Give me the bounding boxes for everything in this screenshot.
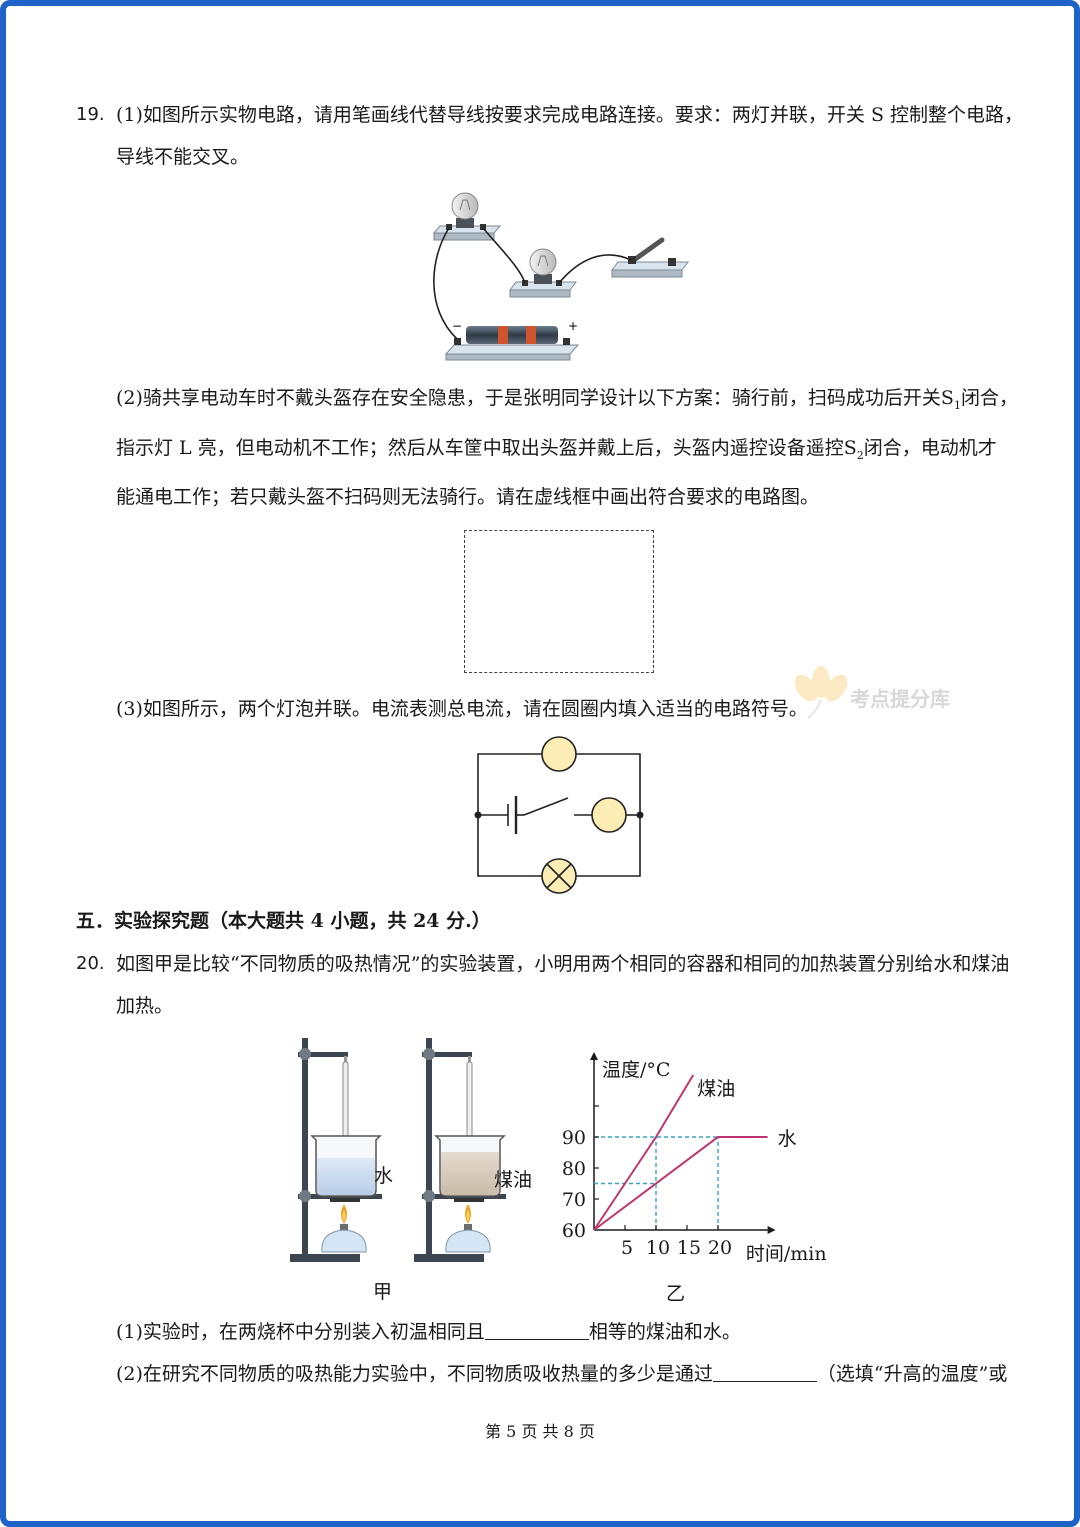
- q20-sub2: (2)在研究不同物质的吸热能力实验中，不同物质吸收热量的多少是通过（选填“升高的…: [116, 1363, 1008, 1385]
- wire-2: [482, 227, 526, 284]
- chart-y-axis-arrow: [590, 1052, 598, 1060]
- label-jia: 甲: [373, 1281, 392, 1303]
- q19-part1-line2: 导线不能交叉。: [116, 146, 250, 168]
- chart-y-axis-label: 温度/°C: [602, 1059, 670, 1081]
- battery: − +: [444, 319, 580, 361]
- label-yi: 乙: [666, 1283, 685, 1305]
- watermark-text: 考点提分库: [850, 687, 950, 711]
- physical-circuit-figure: − +: [432, 192, 689, 361]
- chart-y-tick-label-80: 80: [562, 1158, 586, 1180]
- answer-drawing-box[interactable]: [464, 530, 654, 673]
- chart-series-line-0: [593, 1074, 695, 1231]
- temperature-time-chart: 60 70 80 90 5 10 15 20 煤油水 温度/°C 时间/min 乙: [562, 1052, 827, 1305]
- lamp-symbol: [541, 858, 577, 894]
- chart-x-axis-arrow: [767, 1226, 776, 1234]
- blank-symbol-circle-right[interactable]: [591, 797, 627, 833]
- wire-3: [558, 254, 632, 284]
- q19-part2-line3: 能通电工作；若只戴头盔不扫码则无法骑行。请在虚线框中画出符合要求的电路图。: [116, 486, 820, 508]
- section-5-title: 五．实验探究题（本大题共 4 小题，共 24 分.）: [76, 910, 491, 932]
- chart-x-tick-label-5: 5: [621, 1237, 633, 1259]
- chart-y-tick-label-60: 60: [562, 1220, 586, 1242]
- question-number-20: 20.: [76, 953, 105, 974]
- chart-x-axis-label: 时间/min: [746, 1243, 827, 1265]
- chart-series-label-1: 水: [778, 1128, 797, 1150]
- q20-line2: 加热。: [116, 995, 174, 1017]
- label-water: 水: [374, 1165, 393, 1187]
- q19-part1-line1: (1)如图所示实物电路，请用笔画线代替导线按要求完成电路连接。要求：两灯并联，开…: [116, 104, 1024, 126]
- switch: [611, 237, 689, 278]
- question-number-19: 19.: [76, 104, 105, 125]
- blank-symbol-circle-top[interactable]: [541, 736, 577, 772]
- q20-sub1: (1)实验时，在两烧杯中分别装入初温相同且相等的煤油和水。: [116, 1321, 741, 1343]
- chart-series-line-1: [593, 1136, 768, 1231]
- chart-y-tick-label-70: 70: [562, 1189, 586, 1211]
- lamp-1: [432, 192, 502, 241]
- battery-plus: +: [568, 319, 578, 333]
- battery-minus: −: [452, 319, 462, 333]
- chart-x-tick-label-15: 15: [677, 1237, 701, 1259]
- answer-blank-2[interactable]: [712, 1363, 817, 1382]
- stand-water: [290, 1038, 382, 1262]
- label-kerosene: 煤油: [494, 1169, 532, 1191]
- stand-kerosene: [414, 1038, 506, 1262]
- apparatus-figure-jia: 水 煤油 甲: [290, 1038, 532, 1303]
- q19-part2-line2: 指示灯 L 亮，但电动机不工作；然后从车筐中取出头盔并戴上后，头盔内遥控设备遥控…: [116, 437, 997, 462]
- q19-part2-line1: (2)骑共享电动车时不戴头盔存在安全隐患，于是张明同学设计以下方案：骑行前，扫码…: [116, 387, 1018, 412]
- watermark-flower-icon: [794, 666, 848, 719]
- q20-line1: 如图甲是比较“不同物质的吸热情况”的实验装置，小明用两个相同的容器和相同的加热装…: [116, 953, 1010, 975]
- schematic-circuit: [474, 736, 644, 894]
- chart-y-tick-label-90: 90: [562, 1127, 586, 1149]
- chart-x-tick-label-20: 20: [708, 1237, 732, 1259]
- q19-part3-line1: (3)如图所示，两个灯泡并联。电流表测总电流，请在圆圈内填入适当的电路符号。: [116, 698, 808, 720]
- chart-series-label-0: 煤油: [697, 1078, 735, 1100]
- chart-x-tick-label-10: 10: [646, 1237, 670, 1259]
- page-footer: 第 5 页 共 8 页: [485, 1422, 595, 1441]
- wire-1: [433, 227, 458, 340]
- answer-blank-1[interactable]: [484, 1321, 589, 1340]
